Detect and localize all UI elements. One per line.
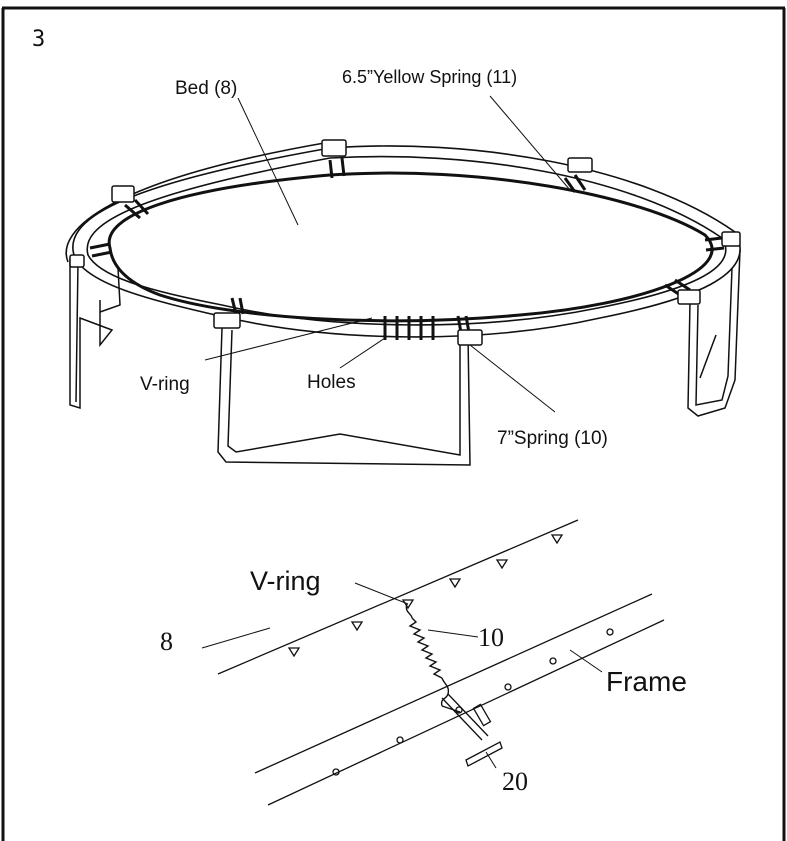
detail-label-v-ring: V-ring bbox=[250, 566, 321, 596]
detail-label-frame: Frame bbox=[606, 666, 687, 697]
detail-spring bbox=[405, 603, 461, 713]
trampoline-legs bbox=[69, 249, 741, 466]
detail-label-bed-part: 8 bbox=[160, 627, 173, 656]
trampoline-frame bbox=[65, 141, 741, 338]
label-yellow-spring: 6.5”Yellow Spring (11) bbox=[342, 67, 517, 87]
label-bed: Bed (8) bbox=[175, 78, 237, 99]
detail-labels: V-ring 8 10 Frame 20 bbox=[160, 566, 687, 796]
trampoline-bed bbox=[107, 171, 714, 323]
step-number: 3 bbox=[32, 27, 45, 52]
label-spring: 7”Spring (10) bbox=[497, 428, 608, 449]
trampoline-illustration bbox=[65, 139, 741, 466]
frame-tube-top bbox=[254, 593, 653, 774]
bed-edge bbox=[217, 519, 579, 675]
top-labels: Bed (8) 6.5”Yellow Spring (11) V-ring Ho… bbox=[140, 67, 608, 449]
v-rings bbox=[287, 534, 564, 658]
label-v-ring: V-ring bbox=[140, 374, 190, 395]
top-leader-lines bbox=[204, 95, 571, 413]
detail-label-tool-part: 20 bbox=[502, 767, 528, 796]
spring-pull-tool bbox=[441, 693, 503, 767]
label-holes: Holes bbox=[307, 372, 356, 393]
step-border bbox=[1, 6, 786, 841]
detail-label-spring-part: 10 bbox=[478, 623, 504, 652]
detail-leader-lines bbox=[201, 582, 603, 769]
detail-illustration bbox=[217, 519, 665, 806]
springs bbox=[89, 157, 725, 340]
t-joints bbox=[69, 139, 741, 346]
